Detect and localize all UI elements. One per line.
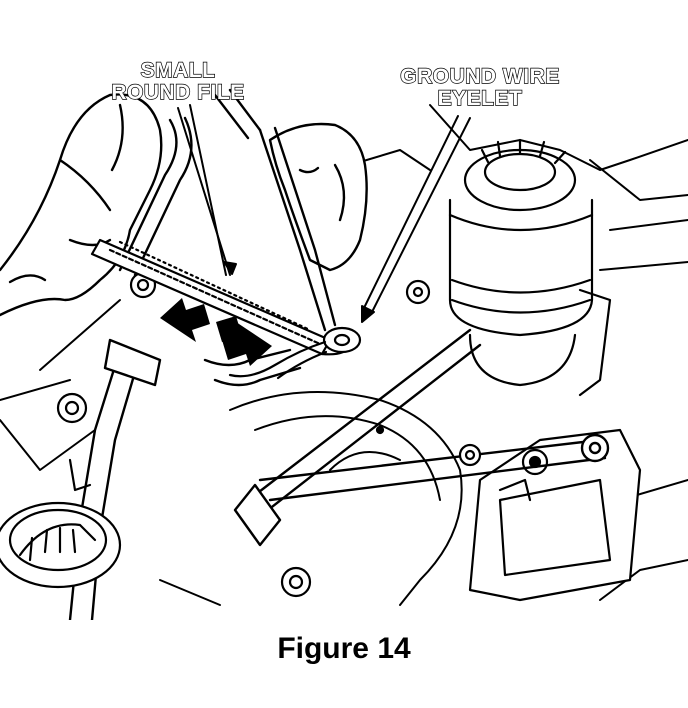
leader-lines <box>177 104 471 323</box>
support-rods <box>233 328 610 547</box>
washer-cap <box>0 458 122 589</box>
hand-right <box>213 88 368 332</box>
mounting-bracket <box>468 428 642 602</box>
small-round-file-label: SMALL ROUND FILE <box>98 59 258 104</box>
filter-canister <box>448 138 612 397</box>
eyelet-label-line1: GROUND WIRE <box>400 65 560 88</box>
double-arrow-icon <box>160 298 272 366</box>
file-label-line1: SMALL <box>140 59 216 82</box>
ground-wire-eyelet-label: GROUND WIRE EYELET <box>378 65 582 110</box>
file-label-line2: ROUND FILE <box>111 81 245 104</box>
eyelet-label-line2: EYELET <box>437 87 523 110</box>
engine-background <box>0 104 688 606</box>
hand-left <box>0 93 163 317</box>
engine-bay-illustration <box>0 88 688 620</box>
figure-caption: Figure 14 <box>277 632 411 665</box>
ground-wire-eyelet <box>228 326 362 380</box>
